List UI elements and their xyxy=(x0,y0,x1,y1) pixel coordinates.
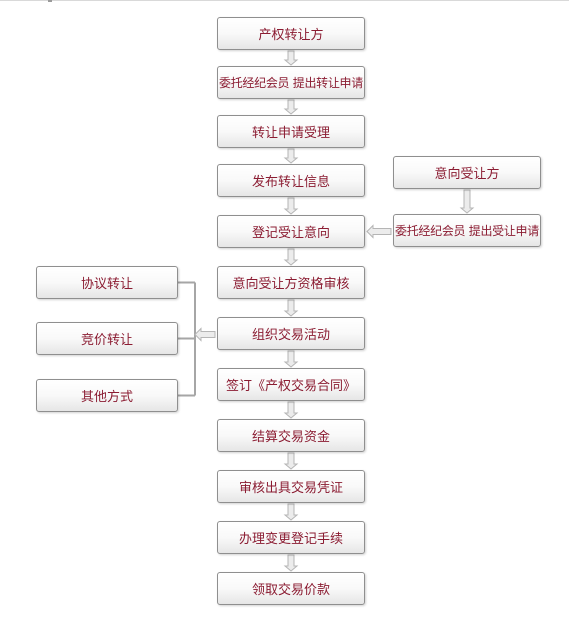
step-transferor: 产权转让方 xyxy=(217,17,365,50)
step-settle-funds: 结算交易资金 xyxy=(217,419,365,452)
arrow-main-6-to-7 xyxy=(283,350,299,368)
step-submit-transfer-application: 委托经纪会员 提出转让申请 xyxy=(217,66,365,99)
step-change-registration: 办理变更登记手续 xyxy=(217,521,365,554)
arrow-application-to-register-intent xyxy=(366,224,392,239)
arrow-main-10-to-11 xyxy=(283,554,299,572)
arrow-main-1-to-2 xyxy=(283,99,299,115)
step-issue-voucher: 审核出具交易凭证 xyxy=(217,470,365,503)
method-agreement-transfer: 协议转让 xyxy=(36,266,178,299)
step-collect-payment: 领取交易价款 xyxy=(217,572,365,605)
method-bidding-transfer: 竞价转让 xyxy=(36,322,178,355)
step-publish-transfer-info: 发布转让信息 xyxy=(217,164,365,197)
arrow-main-9-to-10 xyxy=(283,503,299,521)
arrow-transferee-to-application xyxy=(459,189,475,214)
step-sign-contract: 签订《产权交易合同》 xyxy=(217,368,365,401)
step-accept-application: 转让申请受理 xyxy=(217,115,365,148)
arrow-main-0-to-1 xyxy=(283,50,299,66)
arrow-main-4-to-5 xyxy=(283,248,299,266)
arrow-main-7-to-8 xyxy=(283,401,299,419)
top-border-line xyxy=(0,0,569,1)
step-register-intent: 登记受让意向 xyxy=(217,215,365,248)
arrow-main-5-to-6 xyxy=(283,299,299,317)
step-intended-transferee: 意向受让方 xyxy=(393,156,541,189)
step-organize-trading: 组织交易活动 xyxy=(217,317,365,350)
arrow-organize-trading-to-methods xyxy=(194,327,216,342)
arrow-main-8-to-9 xyxy=(283,452,299,470)
method-other: 其他方式 xyxy=(36,379,178,412)
step-qualification-review: 意向受让方资格审核 xyxy=(217,266,365,299)
top-border-mark xyxy=(48,0,52,2)
step-submit-acquisition-application: 委托经纪会员 提出受让申请 xyxy=(393,214,541,247)
arrow-main-2-to-3 xyxy=(283,148,299,164)
arrow-main-3-to-4 xyxy=(283,197,299,215)
